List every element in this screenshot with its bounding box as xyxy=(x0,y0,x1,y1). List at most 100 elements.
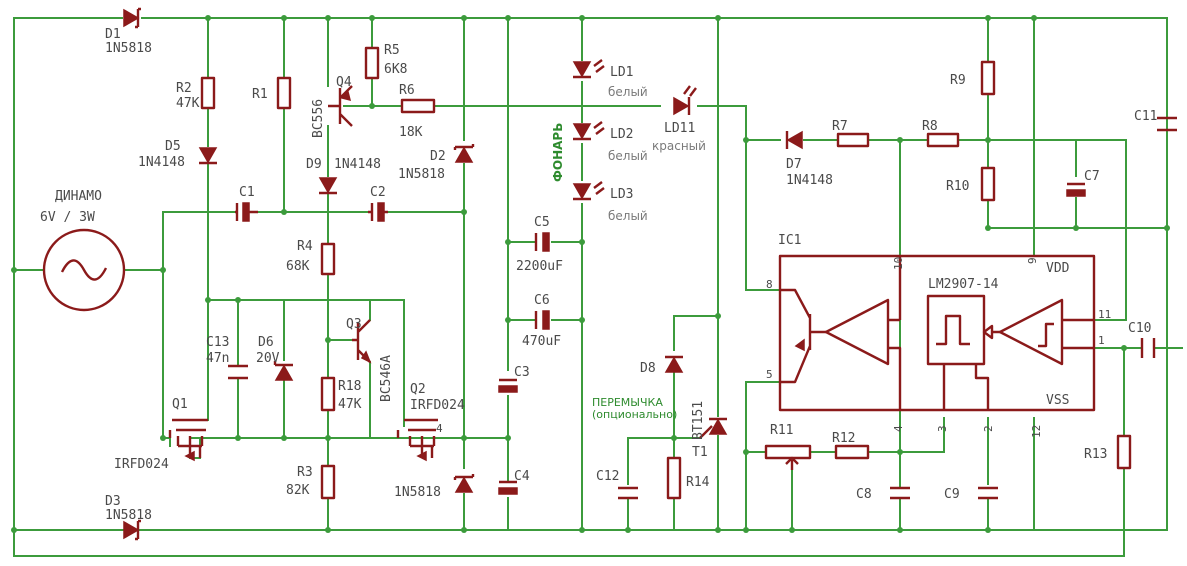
ld1-led-symbol xyxy=(572,59,605,79)
d9-diode-symbol xyxy=(318,177,338,195)
ic1-pin-10: 10 xyxy=(892,257,905,270)
d8-ref: D8 xyxy=(640,361,656,376)
r11-ref: R11 xyxy=(770,423,793,438)
ic1-pin-2: 2 xyxy=(982,425,995,432)
d7-diode-symbol xyxy=(785,130,803,150)
ic1-pin-8: 8 xyxy=(766,278,773,291)
capacitor-symbols xyxy=(228,116,1177,500)
r14-ref: R14 xyxy=(686,475,710,490)
r2-ref: R2 xyxy=(176,81,192,96)
q3-ref: Q3 xyxy=(346,317,362,332)
d4-diode-symbol xyxy=(453,474,475,493)
c6-value: 470uF xyxy=(522,334,561,349)
wire-group xyxy=(13,17,1183,557)
ld2-led-symbol xyxy=(572,121,605,141)
q4-value: BC556 xyxy=(311,99,326,138)
resistor-bodies xyxy=(200,46,1132,500)
r9-ref: R9 xyxy=(950,73,966,88)
dynamo-rating-label: 6V / 3W xyxy=(40,210,95,225)
r13-ref: R13 xyxy=(1084,447,1107,462)
q1-mosfet-symbol xyxy=(168,418,208,462)
d3-value: 1N5818 xyxy=(105,508,152,523)
ld3-value: белый xyxy=(608,209,648,223)
d2-value: 1N5818 xyxy=(398,167,445,182)
c13-ref: C13 xyxy=(206,335,229,350)
r12-ref: R12 xyxy=(832,431,855,446)
ld2-ref: LD2 xyxy=(610,127,633,142)
d7-value: 1N4148 xyxy=(786,173,833,188)
r2-value: 47K xyxy=(176,96,200,111)
d3-ref: D3 xyxy=(105,494,121,509)
q3-value: BC546A xyxy=(379,355,394,402)
c5-value: 2200uF xyxy=(516,259,563,274)
d1-diode-symbol xyxy=(123,7,141,29)
c1-ref: C1 xyxy=(239,185,255,200)
d1-ref: D1 xyxy=(105,27,121,42)
c3-ref: C3 xyxy=(514,365,530,380)
d1-value: 1N5818 xyxy=(105,41,152,56)
c8-ref: C8 xyxy=(856,487,872,502)
t1-thyristor-symbol xyxy=(699,417,728,439)
d2-ref: D2 xyxy=(430,149,446,164)
c5-ref: C5 xyxy=(534,215,550,230)
r4-ref: R4 xyxy=(297,239,313,254)
c10-ref: C10 xyxy=(1128,321,1151,336)
d9-value: 1N4148 xyxy=(334,157,381,172)
d5-diode-symbol xyxy=(198,147,218,165)
ic1-vdd-label: VDD xyxy=(1046,261,1070,276)
ic1-pin-11: 11 xyxy=(1098,308,1111,321)
c6-ref: C6 xyxy=(534,293,550,308)
r10-ref: R10 xyxy=(946,179,969,194)
r6-ref: R6 xyxy=(399,83,415,98)
r11-trimmer-symbol xyxy=(764,444,812,470)
c12-ref: C12 xyxy=(596,469,619,484)
ic1-vss-label: VSS xyxy=(1046,393,1069,408)
d5-value: 1N4148 xyxy=(138,155,185,170)
r18-ref: R18 xyxy=(338,379,361,394)
t1-ref: T1 xyxy=(692,445,708,460)
junction-dots xyxy=(11,15,1170,533)
t1-value: BT151 xyxy=(691,401,706,440)
q2-pin4-label: 4 xyxy=(436,422,443,435)
ic1-pin-4: 4 xyxy=(892,425,905,432)
ld3-ref: LD3 xyxy=(610,187,633,202)
lamp-net-label: ФОНАРЬ xyxy=(551,123,565,182)
dynamo-name-label: ДИНАМО xyxy=(55,189,102,204)
d7-ref: D7 xyxy=(786,157,802,172)
jumper-note-line2: (опционально) xyxy=(592,408,677,421)
r3-value: 82K xyxy=(286,483,310,498)
ld11-value: красный xyxy=(652,139,706,153)
r8-ref: R8 xyxy=(922,119,938,134)
r3-ref: R3 xyxy=(297,465,313,480)
q2-mosfet-symbol xyxy=(396,418,438,462)
d6-ref: D6 xyxy=(258,335,274,350)
q1-value: IRFD024 xyxy=(114,457,169,472)
c11-ref: C11 xyxy=(1134,109,1157,124)
c4-ref: C4 xyxy=(514,469,530,484)
d8-diode-symbol xyxy=(664,355,684,373)
c7-ref: C7 xyxy=(1084,169,1100,184)
ic1-ref: IC1 xyxy=(778,233,801,248)
d5-ref: D5 xyxy=(165,139,181,154)
r4-value: 68K xyxy=(286,259,310,274)
ic1-pin-5: 5 xyxy=(766,368,773,381)
c9-ref: C9 xyxy=(944,487,960,502)
ic1-lm2907-symbol xyxy=(778,254,1096,412)
d3-diode-symbol xyxy=(123,519,141,541)
ld11-ref: LD11 xyxy=(664,121,695,136)
ic1-pin-12: 12 xyxy=(1030,425,1043,438)
ld1-ref: LD1 xyxy=(610,65,633,80)
r18-value: 47K xyxy=(338,397,362,412)
q2-value: IRFD024 xyxy=(410,398,465,413)
r5-value: 6K8 xyxy=(384,62,407,77)
q4-ref: Q4 xyxy=(336,75,352,90)
dynamo-source-symbol xyxy=(42,228,126,312)
ic1-pin-3: 3 xyxy=(936,425,949,432)
d2-diode-symbol xyxy=(453,144,475,163)
c13-value: 47n xyxy=(206,351,229,366)
r5-ref: R5 xyxy=(384,43,400,58)
q1-ref: Q1 xyxy=(172,397,188,412)
ic1-pin-1: 1 xyxy=(1098,334,1105,347)
